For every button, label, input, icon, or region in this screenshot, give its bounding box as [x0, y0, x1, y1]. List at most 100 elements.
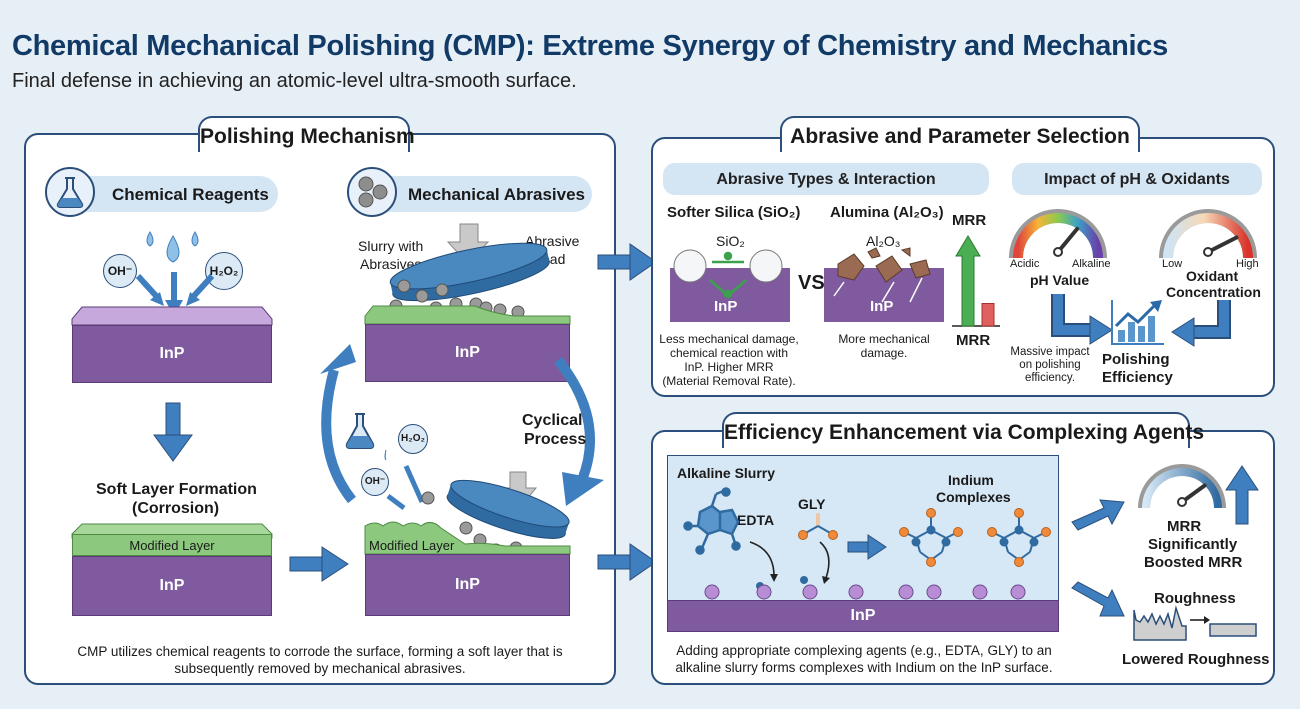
- mrr-gauge: [1138, 464, 1226, 509]
- mechanism-caption: CMP utilizes chemical reagents to corrod…: [40, 643, 600, 677]
- concentration-label: Concentration: [1166, 284, 1261, 300]
- roughness-label: Roughness: [1154, 590, 1236, 607]
- h2o2-bubble: H₂O₂: [205, 252, 243, 290]
- ph-alkaline-label: Alkaline: [1072, 258, 1111, 270]
- silica-description: Less mechanical damage, chemical reactio…: [658, 332, 800, 388]
- inp-substrate-3: InP: [365, 324, 570, 382]
- oxidant-gauge: [1159, 209, 1257, 259]
- cyclical-label: Cyclical: [522, 412, 583, 429]
- alumina-desc-line-1: More mechanical: [838, 332, 930, 346]
- modified-layer-label-2: Modified Layer: [369, 537, 455, 553]
- inp-label-1: InP: [159, 345, 185, 362]
- connector-arrow-bottom: [597, 543, 657, 581]
- modified-layer-2: Modified Layer: [365, 536, 457, 554]
- gly-molecule-icon: [798, 513, 838, 540]
- right-arrow-complex: [847, 534, 887, 560]
- flask-small-icon: [345, 413, 375, 449]
- complexes-label: Complexes: [936, 489, 1011, 505]
- silica-illustration: [670, 249, 790, 322]
- inp-substrate-2: InP: [72, 556, 272, 616]
- mrr-silica-arrow: [955, 235, 981, 327]
- abrasive-pad-top: [389, 223, 550, 319]
- slurry-label-2: Abrasives: [360, 256, 422, 272]
- inp-block-top-surface: [71, 306, 273, 326]
- complexing-caption-line-2: alkaline slurry forms complexes with Ind…: [675, 660, 1053, 675]
- inp-substrate-4: InP: [365, 554, 570, 616]
- edta-label: EDTA: [737, 512, 775, 528]
- silica-desc-line-3: InP. Higher MRR: [684, 360, 774, 374]
- oxidant-low-label: Low: [1162, 258, 1183, 270]
- inp-label-2: InP: [159, 577, 185, 594]
- ph-gauge: [1009, 209, 1107, 259]
- page-subtitle: Final defense in achieving an atomic-lev…: [12, 70, 577, 92]
- oh-ion-bubble-2: OH⁻: [361, 468, 389, 496]
- reaction-arrows: [384, 449, 425, 510]
- abrasive-parameter-title: Abrasive and Parameter Selection: [780, 116, 1140, 152]
- silica-title: Softer Silica (SiO₂): [667, 204, 801, 221]
- h2o2-label: H₂O₂: [209, 264, 239, 278]
- corrosion-label: (Corrosion): [132, 500, 220, 517]
- ph-gauge-needle: [1053, 226, 1080, 257]
- gauge-needle-hub: [1053, 247, 1063, 257]
- page-title: Chemical Mechanical Polishing (CMP): Ext…: [12, 30, 1168, 62]
- inp-label-silica: InP: [714, 298, 738, 315]
- oh-ion-bubble: OH⁻: [103, 254, 137, 288]
- gauge-needle-hub: [1177, 497, 1187, 507]
- mrr-alumina-bar: [981, 303, 995, 327]
- alumina-description: More mechanical damage.: [824, 332, 944, 360]
- complexing-caption: Adding appropriate complexing agents (e.…: [660, 642, 1068, 676]
- abrasive-types-pill: Abrasive Types & Interaction: [663, 163, 989, 195]
- cycle-arrow-right-icon: [554, 356, 604, 506]
- water-drops-icon: [146, 231, 199, 263]
- arrow-to-mrr: [1071, 499, 1125, 531]
- mechanical-abrasives-pill: [370, 176, 592, 212]
- soft-layer-formation-label: Soft Layer Formation: [96, 481, 257, 498]
- elbow-arrow-left: [1051, 294, 1113, 345]
- abrasive-particles-icon: [347, 167, 397, 217]
- complexing-agents-title: Efficiency Enhancement via Complexing Ag…: [722, 412, 1204, 448]
- gly-label: GLY: [798, 496, 826, 512]
- boosted-label-2: Boosted MRR: [1144, 554, 1243, 571]
- inp-label-complexing: InP: [850, 607, 876, 624]
- inp-label-3: InP: [455, 344, 480, 361]
- elbow-arrow-right: [1171, 300, 1231, 347]
- cycle-arrow-left-icon: [320, 344, 356, 504]
- silica-formula: SiO₂: [716, 233, 745, 249]
- arrow-to-roughness: [1071, 581, 1125, 617]
- gauge-needle-line: [1206, 235, 1239, 254]
- alumina-formula: Al₂O₃: [866, 233, 901, 249]
- gauge-needle-hub: [1203, 247, 1213, 257]
- modified-layer-label-1: Modified Layer: [129, 537, 215, 553]
- impact-description: Massive impact on polishing efficiency.: [1002, 346, 1098, 385]
- mechanism-caption-line-1: CMP utilizes chemical reagents to corrod…: [77, 644, 563, 659]
- alumina-desc-line-2: damage.: [860, 346, 908, 360]
- chemical-reagents-label: Chemical Reagents: [112, 185, 269, 204]
- mrr-bottom-label: MRR: [956, 332, 991, 349]
- lowered-roughness-label: Lowered Roughness: [1122, 651, 1270, 668]
- flask-icon: [45, 167, 95, 217]
- process-label: Process: [524, 431, 587, 448]
- modified-layer-2-top: [364, 305, 571, 325]
- indium-label: Indium: [948, 472, 994, 488]
- impact-desc-line-1: Massive impact: [1010, 346, 1090, 358]
- complexing-caption-line-1: Adding appropriate complexing agents (e.…: [676, 643, 1052, 658]
- indium-atoms-row: [704, 584, 1026, 600]
- inp-substrate-complexing: InP: [667, 600, 1059, 632]
- mrr-result-label: MRR: [1167, 518, 1202, 535]
- inp-substrate-1: InP: [72, 325, 272, 383]
- modified-layer-rough-top: [364, 521, 571, 555]
- h2o2-label-2: H₂O₂: [401, 433, 425, 444]
- mrr-comparison-chart: [952, 235, 1000, 327]
- polishing-label: Polishing: [1102, 351, 1170, 368]
- inp-label-4: InP: [455, 576, 480, 593]
- polishing-mechanism-title: Polishing Mechanism: [198, 116, 415, 152]
- right-arrow-icon: [289, 546, 349, 582]
- mrr-gauge-needle: [1177, 483, 1207, 507]
- indium-complex-2-icon: [987, 508, 1051, 567]
- impact-desc-line-3: efficiency.: [1024, 372, 1076, 384]
- vs-label: VS: [798, 272, 825, 294]
- gauge-needle-line: [1056, 226, 1080, 254]
- impact-desc-line-2: on polishing: [1019, 359, 1081, 371]
- chemical-reagents-pill: [70, 176, 278, 212]
- alkaline-slurry-label: Alkaline Slurry: [677, 465, 776, 481]
